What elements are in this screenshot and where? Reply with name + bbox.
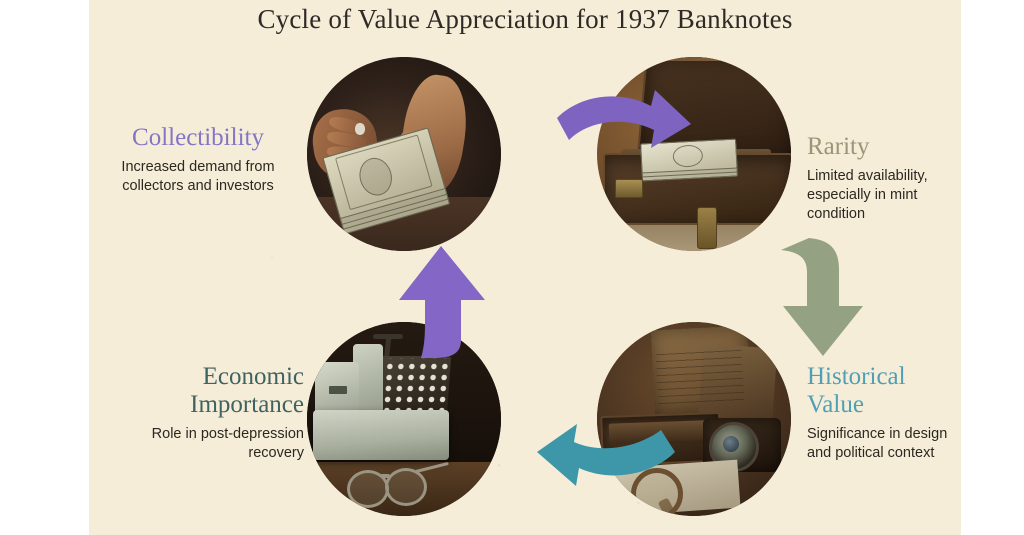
label-title-rarity: Rarity [807, 133, 870, 160]
label-collectibility: Collectibility Increased demand from col… [94, 124, 302, 196]
label-title-historical-value: Historical Value [807, 363, 906, 418]
eyeglasses-bridge [380, 474, 390, 478]
suitcase-lid-edge [640, 57, 791, 61]
node-image-economic-importance [307, 322, 501, 516]
machine-keys [379, 358, 449, 414]
arrow-economic-importance-to-collectibility [399, 246, 485, 358]
suitcase-clasp [697, 207, 717, 249]
document-text-lines [655, 349, 745, 411]
label-description-economic-importance: Role in post-depression recovery [151, 426, 304, 462]
fingernail [355, 123, 365, 135]
eyeglasses-lens-right [385, 468, 427, 506]
page-title: Cycle of Value Appreciation for 1937 Ban… [257, 4, 793, 34]
label-rarity: Rarity Limited availability, especially … [807, 133, 961, 224]
node-image-rarity [597, 57, 791, 251]
label-description-historical-value: Significance in design and political con… [807, 426, 948, 462]
label-description-collectibility: Increased demand from collectors and inv… [121, 159, 275, 195]
label-description-rarity: Limited availability, especially in mint… [807, 168, 928, 223]
paper-panel: Cycle of Value Appreciation for 1937 Ban… [89, 0, 961, 535]
node-image-collectibility [307, 57, 501, 251]
machine-slot [329, 386, 347, 394]
arrow-collectibility-to-rarity [557, 90, 691, 148]
photo-disc [597, 57, 791, 251]
label-economic-importance: Economic Importance Role in post-depress… [109, 363, 304, 463]
ring [307, 57, 320, 68]
label-title-economic-importance: Economic Importance [190, 363, 304, 418]
magnifying-glass-icon [631, 468, 683, 516]
suitcase-latch [615, 179, 643, 198]
node-image-historical-value [597, 322, 791, 516]
label-historical-value: Historical Value Significance in design … [807, 363, 961, 463]
arrow-historical-value-to-economic-importance [537, 424, 675, 486]
label-title-collectibility: Collectibility [132, 124, 264, 151]
rotary-phone-dial-center [723, 436, 739, 452]
machine-base [313, 410, 449, 460]
arrow-rarity-to-historical-value [781, 238, 863, 356]
